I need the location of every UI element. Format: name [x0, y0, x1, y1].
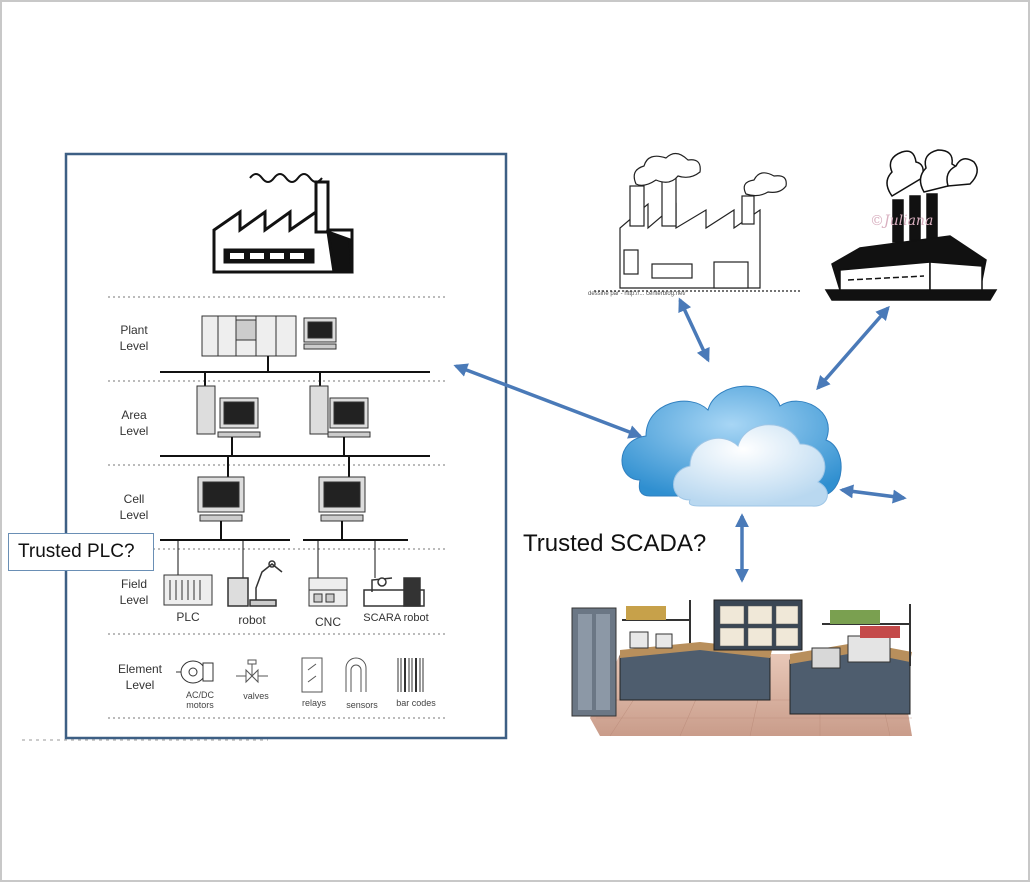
control-room-image [571, 599, 912, 737]
level-label-field: Field Level [119, 577, 149, 607]
element-label-relays: relays [301, 698, 326, 708]
level-label-cell: Cell Level [119, 492, 149, 522]
element-label-sensors: sensors [346, 700, 378, 710]
area-workstation-1 [196, 372, 261, 438]
motor-device [176, 660, 214, 684]
cell-workstation-2 [318, 456, 366, 522]
relay-device [301, 657, 323, 693]
plant-server-rack [201, 315, 297, 357]
level-label-plant: Plant Level [119, 323, 149, 353]
cell-workstation-1 [197, 456, 245, 522]
field-device-label-scara: SCARA robot [363, 612, 429, 624]
field-device-label-robot: robot [238, 613, 266, 627]
element-label-barcodes: bar codes [396, 698, 436, 708]
arrow-sketch-cloud [678, 297, 710, 363]
scara-robot-device [363, 540, 425, 607]
element-label-motors: AC/DC motors [185, 690, 214, 710]
barcode-device [397, 658, 424, 692]
arrow-cloud-right [839, 484, 907, 504]
factory-top-icon [212, 173, 354, 274]
cnc-device [308, 540, 348, 607]
connection-arrows [453, 297, 907, 583]
cloud-icon [621, 385, 842, 507]
arrow-factory-cloud [816, 305, 890, 391]
area-workstation-2 [309, 372, 371, 438]
area-bus [160, 437, 430, 457]
sketch-footer-text: dessiné par - http://... centerblog.net/ [588, 291, 686, 297]
field-device-label-cnc: CNC [315, 615, 341, 629]
level-separators [108, 296, 446, 719]
image-watermark: ©Juliana [870, 213, 934, 229]
level-label-area: Area Level [119, 408, 149, 438]
level-label-element: Element Level [117, 662, 163, 692]
valve-device [236, 659, 268, 684]
plant-workstation [303, 317, 337, 350]
factory-sketch-icon [594, 152, 800, 292]
sensor-device [345, 657, 367, 692]
factory-black-icon [824, 149, 998, 301]
element-label-valves: valves [243, 691, 269, 701]
cell-bus [160, 521, 408, 541]
arrow-panel-cloud [453, 363, 643, 439]
trusted-plc-callout: Trusted PLC? [8, 533, 154, 571]
robot-device [227, 540, 283, 607]
trusted-scada-label: Trusted SCADA? [523, 530, 707, 557]
field-device-label-plc: PLC [176, 610, 200, 624]
plc-device [163, 540, 213, 606]
